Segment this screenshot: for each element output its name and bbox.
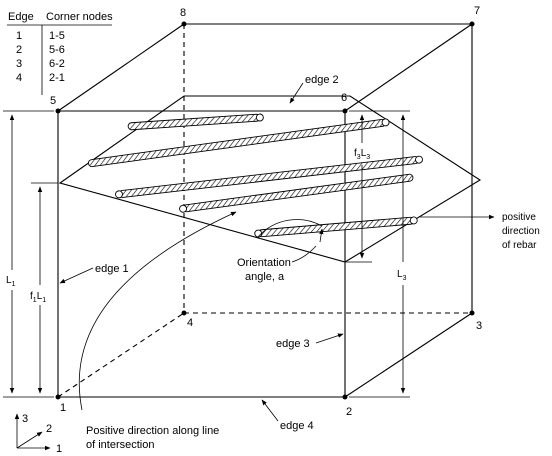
line-of-intersection-label-line1: Positive direction along line bbox=[86, 425, 219, 437]
node-label-4: 4 bbox=[187, 317, 193, 329]
rebar-direction-label-line2: direction bbox=[502, 226, 540, 237]
dimension-L3: L3 bbox=[349, 110, 410, 398]
rebar-bar-1 bbox=[127, 113, 264, 131]
orientation-angle-arc bbox=[257, 219, 323, 238]
node-markers bbox=[55, 21, 475, 400]
node-2-dot bbox=[342, 394, 348, 400]
L3-label: L3 bbox=[397, 269, 407, 282]
edge-2-label: edge 2 bbox=[305, 74, 339, 86]
node-label-2: 2 bbox=[346, 406, 352, 418]
rebar-plane bbox=[58, 95, 482, 263]
rebar-direction-label-line3: of rebar bbox=[502, 240, 537, 251]
node-label-6: 6 bbox=[341, 92, 347, 104]
node-label-1: 1 bbox=[60, 402, 66, 414]
cube-top-left-edge bbox=[57, 23, 185, 112]
edge-4-label: edge 4 bbox=[280, 420, 314, 432]
cube-top-right-edge bbox=[344, 23, 473, 112]
table-nodes-1: 1-5 bbox=[49, 30, 65, 42]
axis-triad: 3 1 2 bbox=[14, 413, 62, 455]
node-6-dot bbox=[342, 108, 348, 114]
table-edge-4: 4 bbox=[16, 72, 22, 84]
rebar-bar-3 bbox=[115, 155, 423, 199]
edge-3-leader bbox=[315, 333, 344, 344]
node-label-8: 8 bbox=[180, 7, 186, 19]
cube-hidden-diagonal-edge bbox=[57, 312, 185, 398]
node-label-5: 5 bbox=[50, 95, 56, 107]
line-of-intersection-arrow bbox=[78, 211, 237, 411]
orientation-angle-label-line1: Orientation bbox=[237, 257, 291, 269]
node-4-dot bbox=[181, 310, 187, 316]
edge-1-leader bbox=[59, 267, 94, 284]
dimension-f3L3: f3L3 bbox=[345, 114, 372, 263]
table-header-nodes: Corner nodes bbox=[46, 11, 113, 23]
line-of-intersection-callout: Positive direction along line of interse… bbox=[78, 211, 237, 451]
node-label-7: 7 bbox=[474, 5, 480, 17]
cube bbox=[57, 23, 473, 398]
node-label-3: 3 bbox=[476, 320, 482, 332]
rebar-bar-5 bbox=[254, 216, 418, 238]
edge-3-label: edge 3 bbox=[276, 338, 310, 350]
axis-1-label: 1 bbox=[56, 443, 62, 455]
rebar-bar-4 bbox=[179, 173, 414, 213]
node-1-dot bbox=[55, 394, 61, 400]
axis-2-label: 2 bbox=[46, 423, 52, 435]
cube-bottom-right-edge bbox=[344, 312, 473, 398]
dimension-L1: L1 bbox=[3, 110, 54, 398]
node-5-dot bbox=[55, 108, 61, 114]
positive-direction-rebar-callout: positive direction of rebar bbox=[420, 212, 540, 251]
rebar-bar-2 bbox=[87, 118, 390, 168]
rebar-bars bbox=[87, 113, 423, 238]
line-of-intersection-label-line2: of intersection bbox=[86, 439, 154, 451]
node-labels: 1 2 3 4 5 6 7 8 bbox=[50, 5, 482, 418]
edge-4-leader bbox=[261, 399, 279, 422]
node-8-dot bbox=[181, 21, 187, 27]
node-7-dot bbox=[469, 21, 475, 27]
edge-table: Edge Corner nodes 1 1-5 2 5-6 3 6-2 4 2-… bbox=[7, 11, 113, 95]
table-edge-3: 3 bbox=[16, 58, 22, 70]
table-nodes-4: 2-1 bbox=[49, 72, 65, 84]
table-header-edge: Edge bbox=[8, 11, 34, 23]
edge-labels: edge 2 edge 1 edge 3 edge 4 bbox=[59, 74, 344, 432]
axis-3-label: 3 bbox=[22, 413, 28, 425]
L1-label: L1 bbox=[6, 275, 16, 288]
table-edge-2: 2 bbox=[16, 44, 22, 56]
edge-2-leader bbox=[289, 82, 304, 104]
table-edge-1: 1 bbox=[16, 30, 22, 42]
node-3-dot bbox=[469, 310, 475, 316]
orientation-angle-label-line2: angle, a bbox=[245, 271, 285, 283]
f3L3-label: f3L3 bbox=[354, 148, 370, 161]
dimension-f1L1: f1L1 bbox=[30, 182, 58, 394]
orientation-angle-arrow bbox=[319, 228, 324, 243]
edge-1-label: edge 1 bbox=[95, 263, 129, 275]
f1L1-label: f1L1 bbox=[30, 291, 46, 304]
table-nodes-3: 6-2 bbox=[49, 58, 65, 70]
orientation-angle-leader bbox=[291, 245, 317, 263]
table-nodes-2: 5-6 bbox=[49, 44, 65, 56]
orientation-angle-callout: Orientation angle, a bbox=[237, 219, 324, 283]
rebar-direction-label-line1: positive bbox=[502, 212, 536, 223]
axis-2-arrow bbox=[16, 431, 43, 449]
